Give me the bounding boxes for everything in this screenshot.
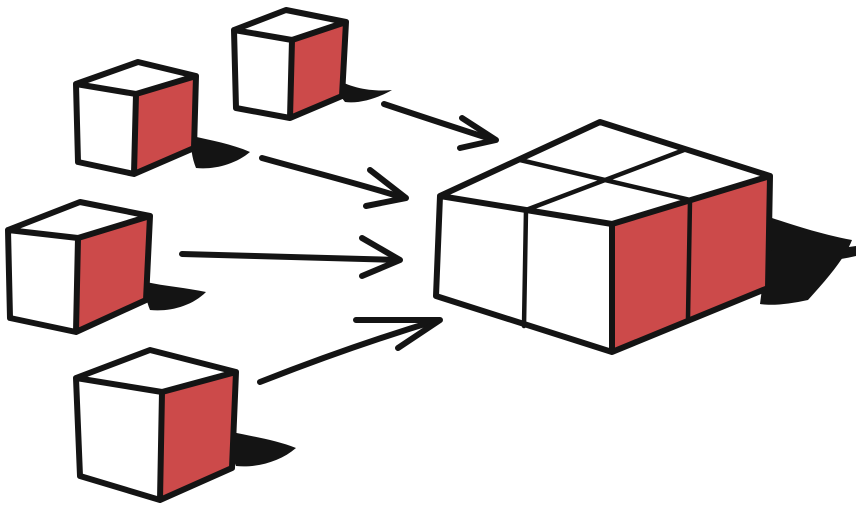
arrow-head: [359, 235, 403, 279]
arrow: [179, 235, 403, 279]
cube-outline: [231, 7, 349, 121]
arrow: [257, 317, 443, 385]
cube-side-face: [76, 216, 150, 332]
small-cube: [73, 59, 250, 177]
block-grid-line: [521, 207, 529, 329]
assembled-block: [433, 119, 856, 355]
cube-front-face: [234, 30, 292, 118]
cube-side-face: [160, 372, 236, 500]
small-cube: [73, 347, 296, 503]
block-shadow-streak: [770, 246, 856, 263]
arrow: [259, 155, 409, 209]
cube-outline: [5, 199, 153, 335]
cube-side-face: [290, 22, 346, 118]
arrow: [381, 101, 499, 151]
arrow-shaft: [259, 155, 407, 201]
cube-side-face: [134, 76, 196, 174]
block-grid-line: [685, 197, 693, 321]
arrow-head: [353, 317, 443, 351]
cube-front-face: [76, 378, 162, 500]
arrow-head: [363, 167, 409, 209]
cube-outline: [73, 59, 199, 177]
arrow-head: [457, 115, 499, 151]
cube-front-face: [76, 84, 136, 174]
cube-shadow: [231, 432, 296, 467]
block-outline: [433, 119, 773, 355]
cube-shadow: [191, 136, 250, 169]
small-cube: [5, 199, 206, 335]
cube-front-face: [8, 230, 78, 332]
small-cube: [231, 7, 392, 121]
arrow-shaft: [257, 317, 441, 385]
arrow-shaft: [381, 101, 497, 143]
cube-shadow: [145, 282, 206, 311]
cube-outline: [73, 347, 239, 503]
block-grid-line: [517, 157, 693, 203]
arrow-shaft: [179, 251, 401, 263]
cube-shadow: [335, 78, 392, 103]
